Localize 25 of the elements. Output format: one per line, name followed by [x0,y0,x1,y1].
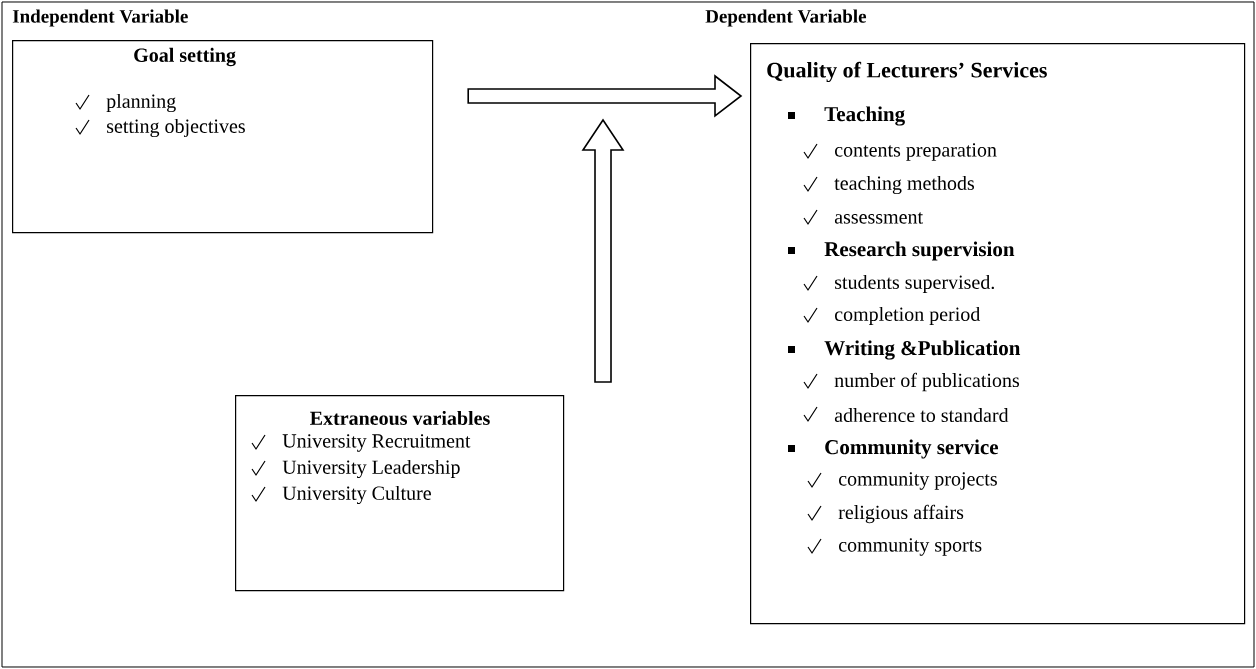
section-heading: Writing &Publication [824,340,1021,360]
box-heading: Goal setting [134,47,236,67]
box-heading: Extraneous variables [310,410,490,426]
list-item: planning [106,93,176,113]
list-item: contents preparation [834,143,997,161]
list-item: community sports [838,538,982,556]
list-item: community projects [838,472,997,490]
list-item: students supervised. [835,274,994,294]
list-item: University Recruitment [282,434,471,452]
section-heading: Teaching [824,106,905,126]
list-item: University Culture [282,485,431,505]
list-item: religious affairs [838,504,964,524]
list-item: teaching methods [834,175,974,195]
list-item: assessment [834,212,923,224]
section-heading: Community service [825,439,999,459]
list-item: number of publications [834,372,1019,392]
list-item: completion period [834,306,981,326]
list-item: adherence to standard [834,407,1009,422]
box-heading: Quality of Lecturers’ Services [767,61,1047,83]
block-arrow [467,74,743,118]
heading: Dependent Variable [705,9,867,27]
block-arrow [581,118,625,383]
section-heading: Research supervision [824,241,1015,261]
list-item: setting objectives [107,118,245,138]
list-item: University Leadership [282,459,460,479]
